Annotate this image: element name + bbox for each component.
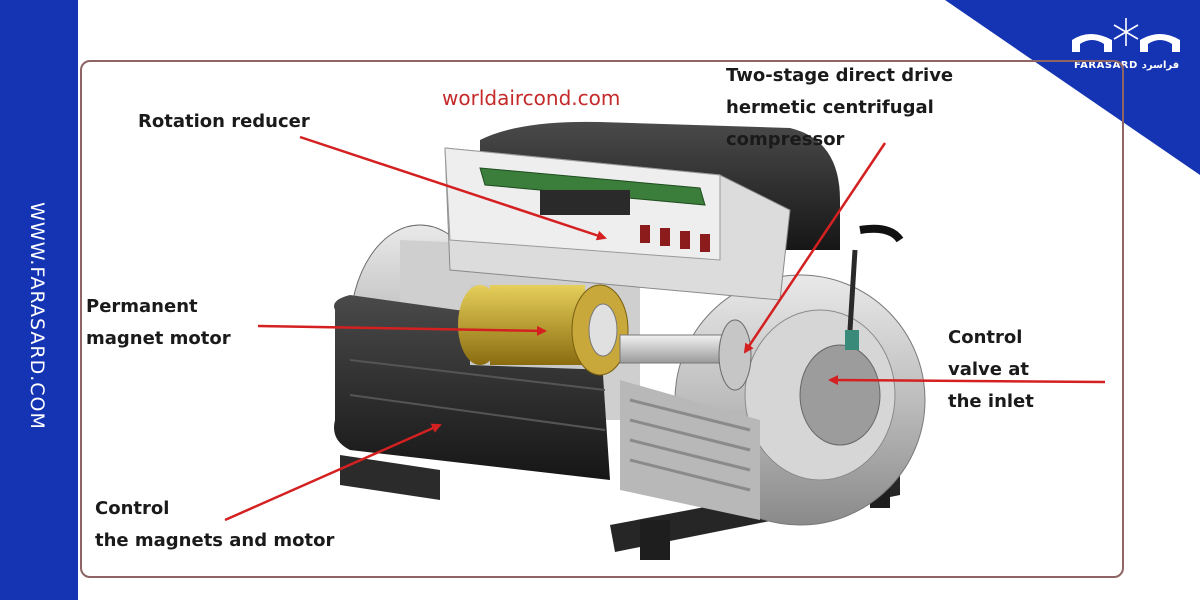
circuit-board — [479, 167, 706, 206]
label-permanent-magnet-motor: Permanent magnet motor — [86, 296, 231, 349]
impeller — [718, 319, 752, 391]
arrow-control — [224, 423, 442, 522]
arrow-motor — [257, 324, 547, 336]
arrow-valve — [828, 375, 1106, 386]
label-compressor: Two-stage direct drive hermetic centrifu… — [726, 65, 954, 150]
watermark-text: worldaircond.com — [442, 86, 621, 110]
arrow-compressor — [743, 142, 887, 354]
left-sidebar — [0, 0, 78, 600]
label-rotation-reducer: Rotation reducer — [138, 111, 310, 132]
label-control-valve: Control valve at the inlet — [948, 327, 1034, 412]
arrow-rotation-reducer — [299, 135, 607, 241]
label-control-magnets-motor: Control the magnets and motor — [95, 498, 335, 551]
brand-name: FARASARD فراسرد — [1074, 60, 1180, 71]
motor-shaft — [619, 334, 731, 364]
diagram-frame — [80, 60, 1124, 578]
base-foot-left — [340, 455, 440, 500]
